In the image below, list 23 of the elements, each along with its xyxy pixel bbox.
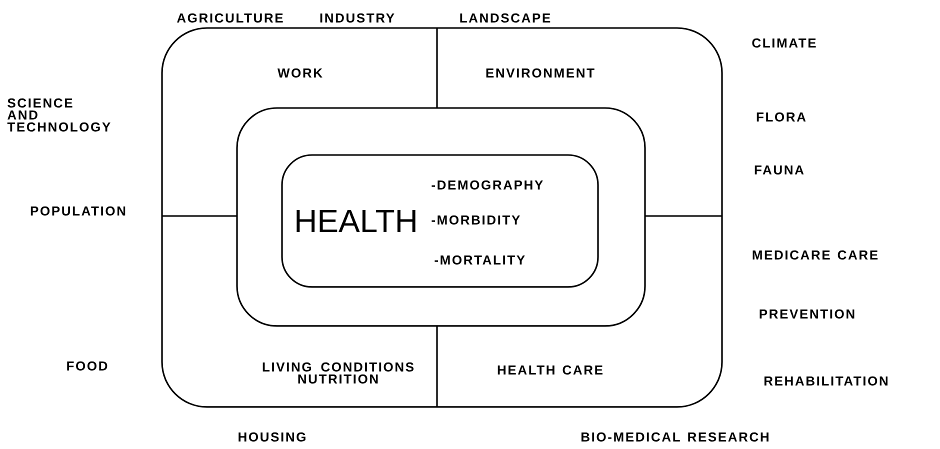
middle-box	[236, 107, 646, 327]
factor-label: SCIENCE AND TECHNOLOGY	[7, 98, 110, 132]
heading: HEALTH	[296, 210, 416, 232]
list-item: -DEMOGRAPHY	[432, 180, 543, 190]
factor-label: AGRICULTURE	[177, 13, 283, 23]
factor-label: FAUNA	[754, 165, 804, 175]
factor-label: LANDSCAPE	[460, 13, 550, 23]
factor-label: MEDICARE CARE	[752, 250, 878, 260]
factor-label: INDUSTRY	[320, 13, 394, 23]
factor-label: CLIMATE	[752, 38, 816, 48]
factor-label: PREVENTION	[760, 309, 854, 319]
region-label: WORK	[278, 68, 322, 78]
list-item: -MORBIDITY	[432, 215, 520, 225]
factor-label: REHABILITATION	[764, 376, 888, 386]
list-item: -MORTALITY	[434, 255, 525, 265]
region-label: LIVING CONDITIONS NUTRITION	[262, 362, 414, 384]
factor-label: BIO-MEDICAL RESEARCH	[582, 432, 768, 442]
factor-label: FOOD	[67, 361, 108, 371]
region-label: HEALTH CARE	[498, 365, 602, 375]
region-label: ENVIRONMENT	[486, 68, 594, 78]
factor-label: FLORA	[756, 112, 806, 122]
factor-label: HOUSING	[238, 432, 306, 442]
factor-label: POPULATION	[30, 206, 126, 216]
